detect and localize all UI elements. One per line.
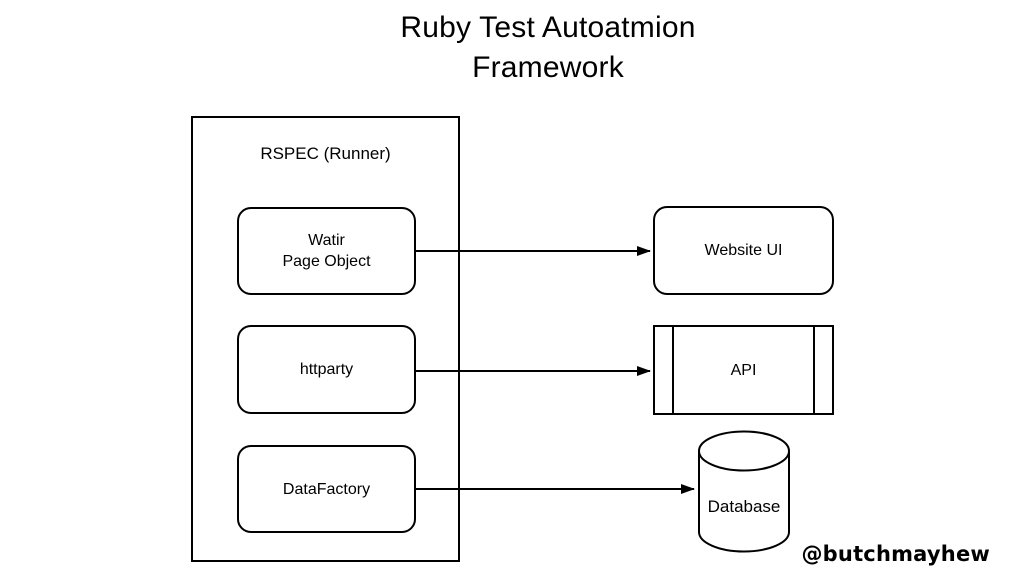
attribution-handle: @butchmayhew: [801, 542, 990, 566]
rspec-runner-container: RSPEC (Runner): [191, 116, 460, 562]
node-datafactory: DataFactory: [237, 445, 416, 533]
node-httparty: httparty: [237, 325, 416, 414]
api-box-inner-line-left: [672, 327, 674, 413]
diagram-title: Ruby Test Autoatmion Framework: [400, 11, 696, 84]
database-label: Database: [707, 497, 781, 516]
api-box-inner-line-right: [813, 327, 815, 413]
node-api: API: [653, 325, 834, 415]
node-website-ui: Website UI: [653, 206, 834, 295]
database-cylinder-icon: [698, 430, 790, 553]
rspec-runner-label: RSPEC (Runner): [260, 144, 391, 163]
api-label: API: [730, 361, 757, 379]
node-watir-page-object: Watir Page Object: [237, 207, 416, 295]
